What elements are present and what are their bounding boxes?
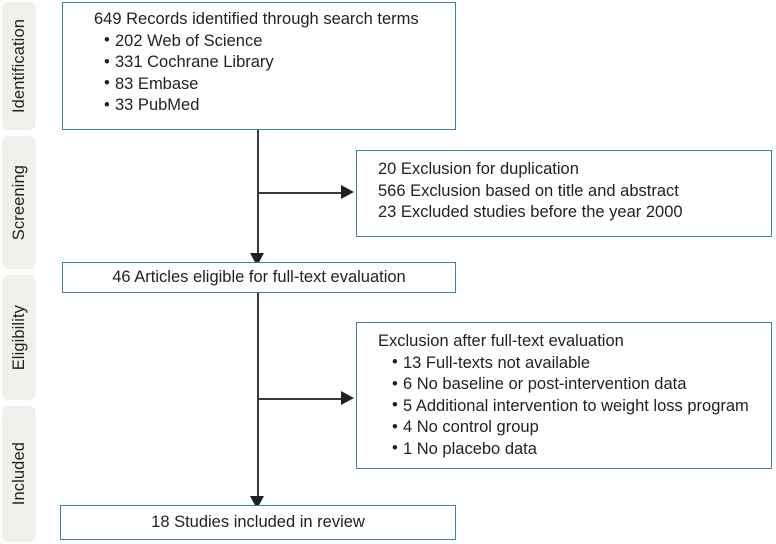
stage-label-text: Screening (9, 164, 28, 241)
studies-included-text: 18 Studies included in review (151, 512, 365, 531)
stage-label-text: Eligibility (9, 304, 28, 371)
box-articles-eligible: 46 Articles eligible for full-text evalu… (62, 262, 456, 293)
exclusion-line: 23 Excluded studies before the year 2000 (378, 203, 683, 221)
list-item: 13 Full-texts not available (392, 352, 771, 375)
arrowhead-right-to-screening-exclusions (341, 185, 354, 199)
list-item: 33 PubMed (104, 95, 455, 117)
box-records-identified: 649 Records identified through search te… (62, 2, 456, 130)
records-identified-sources: 202 Web of Science 331 Cochrane Library … (94, 30, 455, 117)
list-item: 6 No baseline or post-intervention data (392, 374, 771, 396)
eligibility-exclusions-heading: Exclusion after full-text evaluation (378, 332, 624, 350)
list-item: 331 Cochrane Library (104, 52, 455, 74)
box-eligibility-exclusions: Exclusion after full-text evaluation 13 … (356, 322, 772, 469)
records-identified-heading: 649 Records identified through search te… (94, 10, 419, 28)
stage-label-included: Included (2, 406, 36, 542)
box-studies-included: 18 Studies included in review (60, 505, 456, 540)
articles-eligible-text: 46 Articles eligible for full-text evalu… (112, 267, 406, 286)
list-item: 1 No placebo data (392, 438, 771, 461)
exclusion-line: 566 Exclusion based on title and abstrac… (378, 181, 679, 200)
eligibility-exclusions-reasons: 13 Full-texts not available 6 No baselin… (378, 352, 771, 461)
stage-label-identification: Identification (2, 2, 36, 130)
list-item: 5 Additional intervention to weight loss… (392, 395, 771, 418)
connector-horizontal-to-eligibility-exclusions (257, 398, 342, 400)
list-item: 83 Embase (104, 73, 455, 96)
box-screening-exclusions: 20 Exclusion for duplication 566 Exclusi… (356, 150, 772, 237)
stage-label-eligibility: Eligibility (2, 275, 36, 400)
connector-horizontal-to-screening-exclusions (257, 192, 342, 194)
exclusion-line: 20 Exclusion for duplication (378, 160, 579, 178)
list-item: 202 Web of Science (104, 30, 455, 53)
stage-label-text: Identification (9, 18, 28, 114)
connector-vertical-eligible-to-included (257, 293, 259, 509)
list-item: 4 No control group (392, 417, 771, 439)
stage-label-text: Included (9, 442, 28, 506)
connector-vertical-identification-to-eligible (257, 130, 259, 266)
arrowhead-right-to-eligibility-exclusions (341, 391, 354, 405)
stage-label-screening: Screening (2, 136, 36, 269)
